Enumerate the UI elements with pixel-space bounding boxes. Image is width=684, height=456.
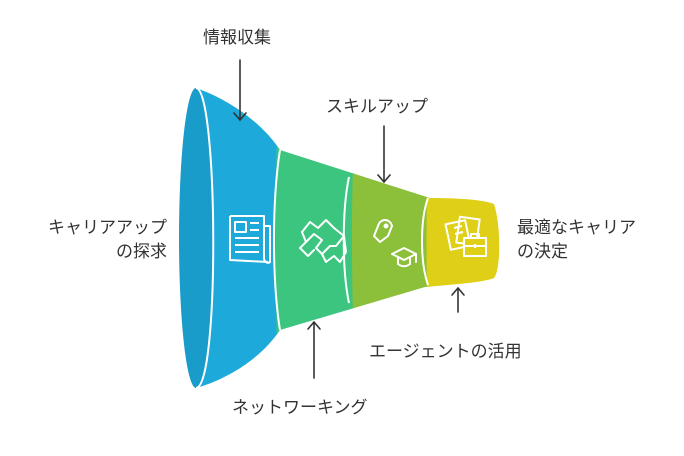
funnel-mouth: [179, 88, 213, 388]
documents-briefcase-icon: [444, 215, 487, 257]
newspaper-icon: [229, 215, 271, 264]
left-label-line1: キャリアアップ: [48, 218, 167, 238]
stage-2-label: ネットワーキング: [232, 398, 368, 418]
stage-3-label: スキルアップ: [326, 97, 428, 117]
stage-segment-2: [275, 88, 360, 388]
graduation-icon: [373, 219, 417, 268]
arrow-down-stage-1: [233, 59, 247, 121]
stage-1-label: 情報収集: [203, 28, 271, 48]
right-label-line1: 最適なキャリア: [517, 218, 636, 238]
right-label-line2: の決定: [517, 242, 568, 262]
arrow-up-stage-4: [451, 287, 465, 313]
stage-4-label: エージェントの活用: [369, 342, 522, 362]
arrow-down-stage-3: [377, 125, 391, 183]
arrow-up-stage-2: [307, 321, 321, 379]
left-label-line2: の探求: [116, 242, 167, 262]
funnel-mouth-rim: [195, 87, 215, 389]
handshake-icon: [299, 219, 347, 263]
left-label: キャリアアップ の探求: [27, 216, 167, 264]
right-label: 最適なキャリア の決定: [517, 216, 636, 264]
